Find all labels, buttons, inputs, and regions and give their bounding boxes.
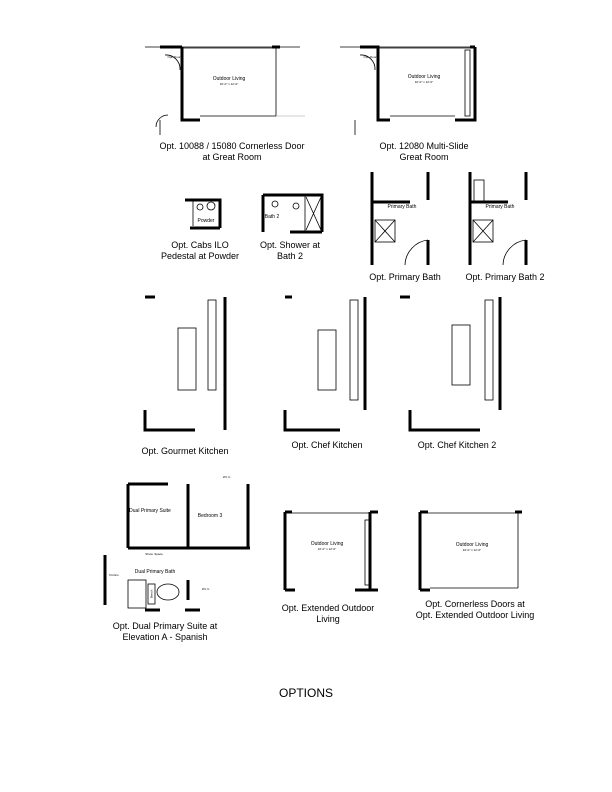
option-caption: Opt. Chef Kitchen 2 <box>417 440 497 450</box>
room-label: Dual Primary Suite <box>129 508 171 514</box>
plan-chef-kitchen <box>283 295 367 432</box>
room-label: Powder <box>198 218 215 224</box>
room-label: Primary Bath <box>486 204 515 210</box>
room-label: Outdoor Living <box>408 74 441 80</box>
room-label: Bedroom 3 <box>198 513 223 519</box>
room-label: W.I.C. <box>202 587 210 591</box>
room-label: Outdoor Living <box>311 541 344 547</box>
room-dimension: 10'-0" x 12'-0" <box>415 80 433 84</box>
page-title: OPTIONS <box>278 686 334 700</box>
plan-extended-outdoor-living: Outdoor Living 10'-0" x 12'-0" <box>283 510 378 592</box>
room-label: W.I.C. <box>223 475 231 479</box>
room-dimension: 10'-0" x 12'-0" <box>463 548 481 552</box>
plan-powder: Powder <box>185 198 222 230</box>
plan-primary-bath: Primary Bath <box>370 172 430 266</box>
plan-bath-2: Bath 2 <box>261 193 324 234</box>
room-label: Bath 2 <box>265 214 280 220</box>
bench-label: Bench <box>150 589 154 598</box>
plan-primary-bath-2: Primary Bath <box>468 172 528 266</box>
plan-cornerless-extended-outdoor-living: Outdoor Living 10'-0" x 12'-0" <box>418 510 522 592</box>
plan-dual-primary-suite: Bench Dual Primary Suite Bedroom 3 Dual … <box>103 475 250 612</box>
plan-cornerless-door-great-room: Outdoor Living 10'-0" x 12'-0" Opt. Door <box>145 45 305 135</box>
plan-multi-slide-great-room: Outdoor Living 10'-0" x 12'-0" Opt. Door <box>340 45 477 135</box>
room-dimension: 10'-0" x 12'-0" <box>318 547 336 551</box>
option-caption: Opt. Primary Bath 2 <box>465 272 545 282</box>
option-caption: Opt. Primary Bath <box>369 272 441 282</box>
plan-gourmet-kitchen <box>143 295 227 432</box>
room-label: Show. Space <box>145 552 163 556</box>
room-label: Outdoor Living <box>456 542 489 548</box>
option-caption: Opt. Chef Kitchen <box>291 440 363 450</box>
option-caption: Opt. Gourmet Kitchen <box>141 446 229 456</box>
room-label: Opt. Door <box>167 55 180 59</box>
room-label: Dual Primary Bath <box>135 569 176 575</box>
room-dimension: 10'-0" x 12'-0" <box>220 82 238 86</box>
room-label: Primary Bath <box>388 204 417 210</box>
plan-chef-kitchen-2 <box>400 295 502 432</box>
room-label: Opt. Door <box>363 55 376 59</box>
room-label: Outdoor Living <box>213 76 246 82</box>
room-label: Portico <box>109 573 119 577</box>
